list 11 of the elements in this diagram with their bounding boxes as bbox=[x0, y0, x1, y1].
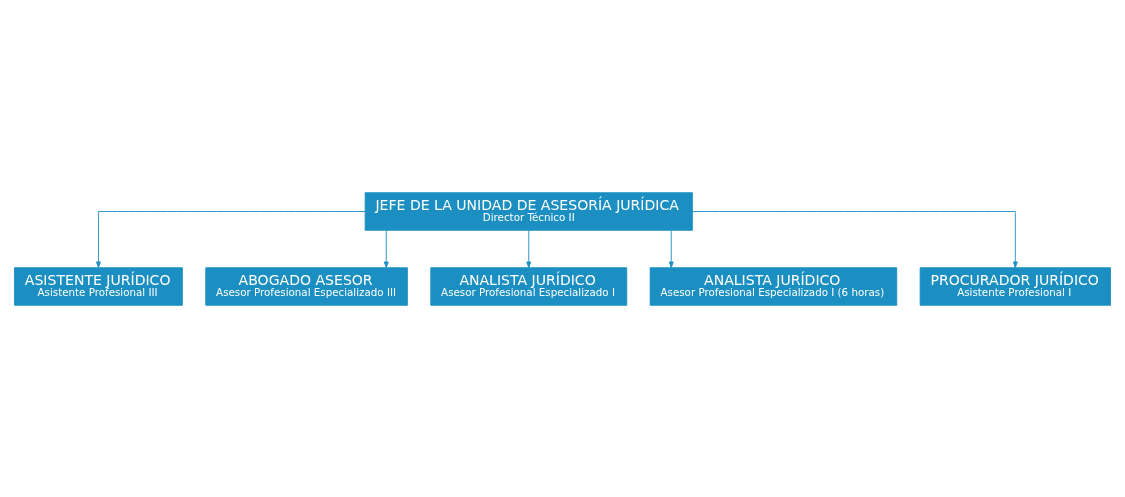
node-box: ASISTENTE JURÍDICO Asistente Profesional III bbox=[14, 266, 183, 306]
arrow bbox=[668, 229, 674, 268]
node-box: ANALISTA JURÍDICO Asesor Profesional Especializado I (6 horas) bbox=[649, 266, 898, 306]
arrow bbox=[526, 229, 532, 268]
node-box: ANALISTA JURÍDICO Asesor Profesional Especializado I bbox=[430, 266, 628, 306]
arrow bbox=[692, 210, 1018, 268]
node-box: PROCURADOR JURÍDICO Asistente Profesional I bbox=[919, 266, 1111, 306]
node-box: JEFE DE LA UNIDAD DE ASESORÍA JURÍDICA Director Técnico II bbox=[364, 191, 693, 231]
node-box: ABOGADO ASESOR Asesor Profesional Especializado III bbox=[205, 266, 408, 306]
arrow bbox=[96, 210, 366, 268]
arrow bbox=[383, 229, 389, 268]
